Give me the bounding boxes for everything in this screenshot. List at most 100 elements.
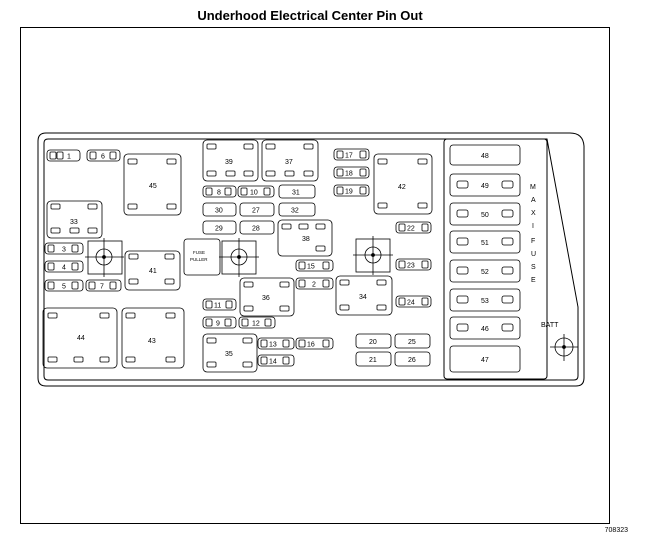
fuse-9: 9 [202, 316, 237, 329]
relay-43: 43 [121, 307, 185, 369]
maxi-fuse-52: 52 [449, 259, 521, 283]
batt-label: BATT [541, 322, 559, 329]
fuse-23-label: 23 [407, 263, 415, 270]
relay-39: 39 [202, 139, 259, 182]
maxi-fuse-47-label: 47 [481, 357, 489, 364]
relay-36-label: 36 [262, 295, 270, 302]
fuse-slot-32-label: 32 [291, 208, 299, 215]
fuse-slot-25-label: 25 [408, 339, 416, 346]
relay-35: 35 [202, 333, 258, 373]
mounting-stud-left [85, 238, 124, 277]
relay-33-label: 33 [70, 219, 78, 226]
maxi-fuse-50-label: 50 [481, 212, 489, 219]
maxi-fuse-51: 51 [449, 230, 521, 254]
relay-39-label: 39 [225, 159, 233, 166]
maxi-letter: M [530, 184, 536, 191]
fuse-7: 7 [85, 279, 122, 292]
mounting-stud-center [219, 238, 259, 277]
maxi-fuse-53-label: 53 [481, 298, 489, 305]
maxi-letter: A [531, 197, 536, 204]
maxi-letter: S [531, 264, 536, 271]
battery-terminal [550, 334, 578, 361]
fuse-18-label: 18 [345, 171, 353, 178]
maxi-fuse-48: 48 [449, 144, 521, 166]
fuse-1-label: 1 [67, 154, 71, 161]
relay-43-label: 43 [148, 338, 156, 345]
housing-outline [37, 132, 585, 387]
fuse-slot-27: 27 [239, 202, 275, 217]
fuse-slot-25: 25 [394, 333, 431, 349]
relay-41-label: 41 [149, 268, 157, 275]
relay-45-label: 45 [149, 183, 157, 190]
maxi-fuse-47: 47 [449, 345, 521, 373]
fuse-4-label: 4 [62, 265, 66, 272]
fuse-19: 19 [333, 184, 370, 197]
relay-42-label: 42 [398, 184, 406, 191]
maxi-letter: U [531, 251, 536, 258]
fuse-slot-31: 31 [278, 184, 316, 199]
fuse-2: 2 [295, 277, 334, 290]
fuse-14-label: 14 [269, 359, 277, 366]
housing-inner-outline [43, 138, 579, 381]
fuse-13: 13 [257, 337, 295, 350]
fuse-4: 4 [44, 260, 84, 273]
fuse-slot-28: 28 [239, 220, 275, 235]
fuse-13-label: 13 [269, 342, 277, 349]
fuse-slot-20-label: 20 [369, 339, 377, 346]
fuse-slot-30: 30 [202, 202, 237, 217]
relay-45: 45 [123, 153, 182, 216]
fuse-slot-29: 29 [202, 220, 237, 235]
relay-41: 41 [124, 250, 181, 291]
maxi-fuse-51-label: 51 [481, 240, 489, 247]
fuse-2-label: 2 [312, 282, 316, 289]
fuse-1: 1 [46, 149, 81, 162]
fuse-3-label: 3 [62, 247, 66, 254]
fuse-6-label: 6 [101, 154, 105, 161]
fuse-15-label: 15 [307, 264, 315, 271]
fuse-8: 8 [202, 185, 237, 198]
figure-frame [20, 27, 610, 524]
relay-36: 36 [239, 277, 295, 317]
fuse-24-label: 24 [407, 300, 415, 307]
fuse-3: 3 [44, 242, 84, 255]
maxi-fuse-48-label: 48 [481, 153, 489, 160]
maxi-letter: X [531, 210, 536, 217]
fuse-17-label: 17 [345, 153, 353, 160]
fuse-22: 22 [395, 221, 432, 234]
maxi-fuse-50: 50 [449, 202, 521, 226]
relay-35-label: 35 [225, 351, 233, 358]
relay-42: 42 [373, 153, 433, 215]
fuse-22-label: 22 [407, 226, 415, 233]
fuse-puller-label-1: FUSE [193, 250, 205, 255]
relay-37: 37 [261, 139, 319, 182]
mounting-stud-right [353, 236, 393, 275]
fuse-6: 6 [86, 149, 121, 162]
maxi-letter: I [532, 223, 534, 230]
fuse-10-label: 10 [250, 190, 258, 197]
diagram-title: Underhood Electrical Center Pin Out [197, 8, 423, 23]
fuse-16: 16 [295, 337, 334, 350]
fuse-puller-label-2: PULLER [190, 257, 208, 262]
fuse-16-label: 16 [307, 342, 315, 349]
fuse-12: 12 [238, 316, 276, 329]
fuse-slot-27-label: 27 [252, 208, 260, 215]
fuse-7-label: 7 [100, 284, 104, 291]
fuse-12-label: 12 [252, 321, 260, 328]
fuse-23: 23 [395, 258, 432, 271]
fuse-5: 5 [44, 279, 84, 292]
fuse-slot-32: 32 [278, 202, 316, 217]
fuse-slot-21-label: 21 [369, 357, 377, 364]
relay-34: 34 [335, 275, 393, 316]
relay-38: 38 [277, 219, 333, 257]
maxi-letter: E [531, 277, 536, 284]
fuse-slot-26-label: 26 [408, 357, 416, 364]
fuse-8-label: 8 [217, 190, 221, 197]
fuse-9-label: 9 [216, 321, 220, 328]
fuse-10: 10 [237, 185, 275, 198]
maxi-fuse-53: 53 [449, 288, 521, 312]
figure-code: 708323 [604, 527, 628, 534]
fuse-puller: FUSE PULLER [183, 238, 221, 276]
fuse-18: 18 [333, 166, 370, 179]
relay-44-label: 44 [77, 335, 85, 342]
